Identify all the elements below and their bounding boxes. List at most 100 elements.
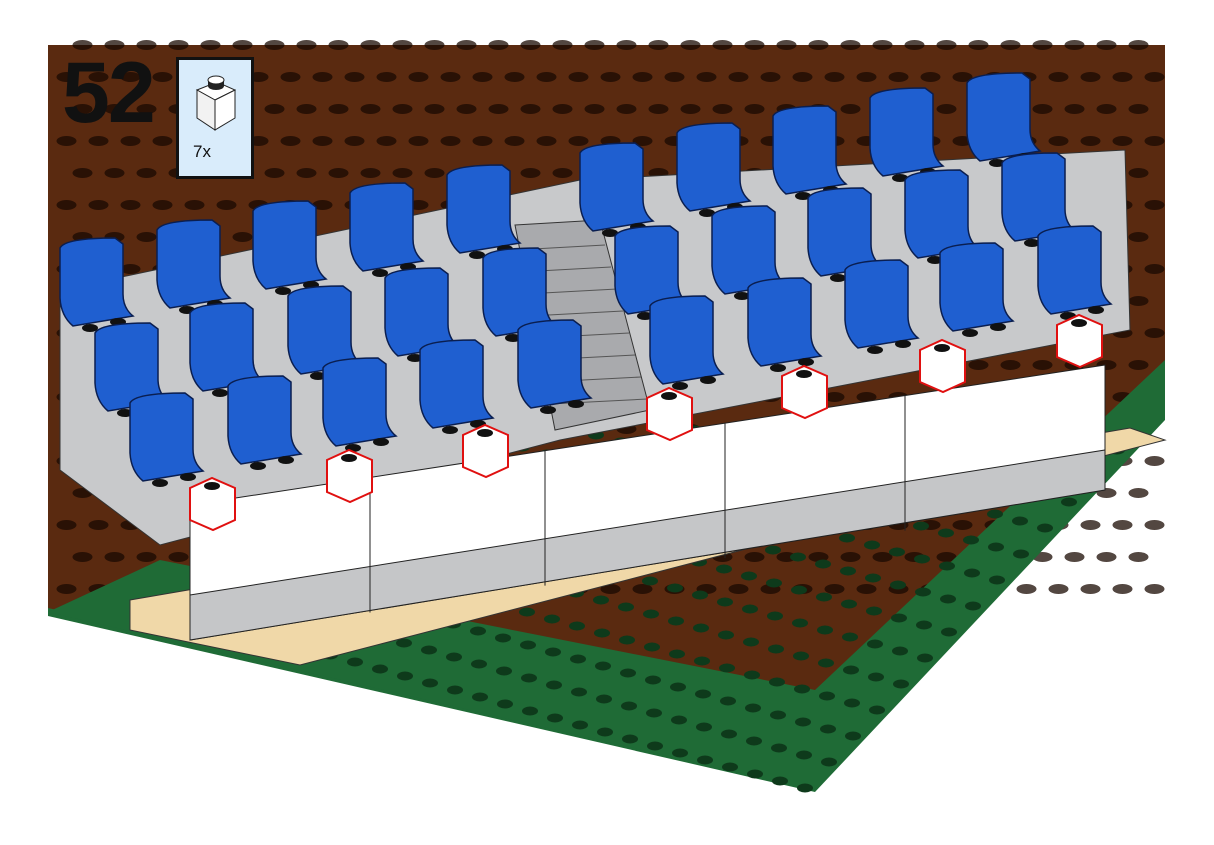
stud — [328, 104, 349, 114]
stud — [817, 625, 833, 635]
stud — [1144, 456, 1165, 466]
stud — [1144, 328, 1165, 338]
stud — [952, 520, 973, 530]
stud — [392, 40, 413, 50]
stud — [744, 104, 765, 114]
green-baseplate-top — [48, 360, 1165, 790]
stud — [552, 104, 573, 114]
stair-step — [549, 398, 648, 405]
stud — [744, 552, 765, 562]
stud — [136, 552, 157, 562]
stud — [792, 618, 808, 628]
stud — [120, 72, 141, 82]
stud — [1144, 136, 1165, 146]
stud — [521, 673, 537, 683]
stud — [988, 542, 1004, 552]
stud — [593, 595, 609, 605]
blue-seat — [227, 375, 303, 465]
seat-stud — [372, 269, 388, 277]
stud — [719, 663, 735, 673]
stud — [168, 40, 189, 50]
stud — [664, 72, 685, 82]
stud — [1096, 40, 1117, 50]
stud — [440, 136, 461, 146]
stud — [1080, 136, 1101, 146]
blue-seat — [939, 242, 1015, 332]
stud — [1128, 360, 1149, 370]
seat-stud — [407, 354, 423, 362]
stud — [88, 72, 109, 82]
stud — [916, 620, 932, 630]
stud — [104, 552, 125, 562]
stud — [440, 72, 461, 82]
stud — [695, 689, 711, 699]
stud — [808, 552, 829, 562]
stud — [546, 680, 562, 690]
stud — [1128, 168, 1149, 178]
stud — [744, 670, 760, 680]
stud — [672, 748, 688, 758]
stud — [344, 72, 365, 82]
stud — [392, 168, 413, 178]
seat-stud — [212, 389, 228, 397]
stud — [280, 72, 301, 82]
stud — [864, 540, 880, 550]
stud — [522, 706, 538, 716]
stud — [1112, 72, 1133, 82]
new-white-brick — [462, 423, 509, 479]
stud — [696, 72, 717, 82]
stud — [839, 533, 855, 543]
blue-seat — [419, 339, 495, 429]
stud — [632, 584, 653, 594]
stud — [1096, 552, 1117, 562]
stud — [347, 657, 363, 667]
stud — [915, 587, 931, 597]
stud — [968, 40, 989, 50]
stud — [645, 675, 661, 685]
stud — [721, 729, 737, 739]
stud — [104, 40, 125, 50]
stud — [893, 679, 909, 689]
seat-stud — [278, 456, 294, 464]
stud — [776, 40, 797, 50]
stud — [820, 724, 836, 734]
seat-stud — [700, 376, 716, 384]
stud — [152, 200, 173, 210]
brick-stud — [477, 429, 493, 437]
stud — [766, 578, 782, 588]
seat-stud — [699, 209, 715, 217]
blue-seat — [349, 182, 425, 272]
stud — [680, 40, 701, 50]
stud — [745, 703, 761, 713]
stud — [722, 762, 738, 772]
stud — [56, 136, 77, 146]
stud — [536, 136, 557, 146]
stud — [692, 590, 708, 600]
stud — [793, 651, 809, 661]
stud — [938, 528, 954, 538]
stud — [1144, 584, 1165, 594]
stud — [1048, 584, 1069, 594]
stud — [843, 665, 859, 675]
blue-seat — [904, 169, 980, 259]
brick-stud — [1071, 319, 1087, 327]
stud — [488, 104, 509, 114]
stud — [794, 684, 810, 694]
stud — [648, 40, 669, 50]
stud — [594, 628, 610, 638]
stud — [1061, 497, 1077, 507]
stud — [596, 694, 612, 704]
stud — [618, 602, 634, 612]
stud — [328, 40, 349, 50]
new-white-brick — [781, 364, 828, 420]
stud — [552, 168, 573, 178]
stud — [769, 677, 785, 687]
stud — [136, 104, 157, 114]
stud — [568, 136, 589, 146]
blue-seat — [446, 164, 522, 254]
seat-stud — [989, 159, 1005, 167]
stud — [989, 575, 1005, 585]
stud — [1080, 584, 1101, 594]
stud — [792, 72, 813, 82]
stud — [495, 633, 511, 643]
